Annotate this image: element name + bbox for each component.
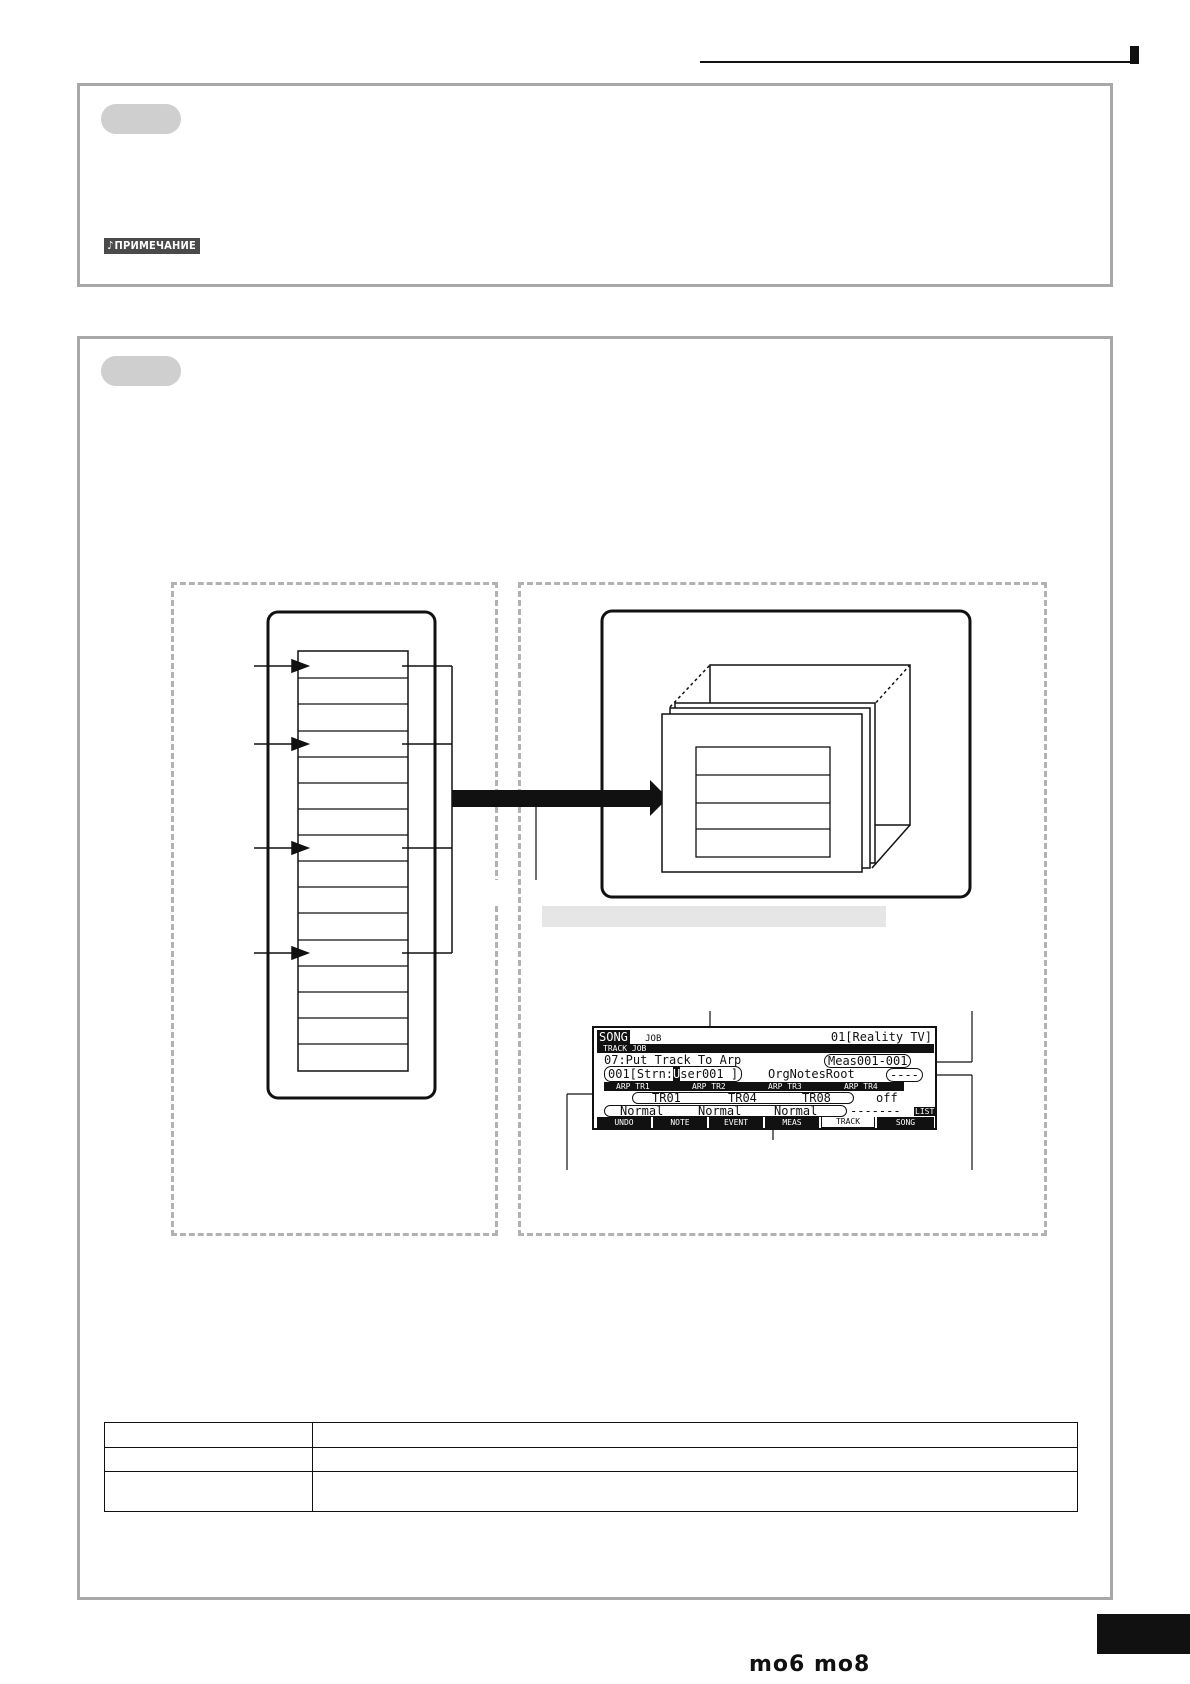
lcd-tr4-value[interactable]: off <box>876 1091 898 1105</box>
lcd-arp-tr4-header: ARP TR4 <box>844 1082 878 1091</box>
parameter-table <box>104 1422 1078 1512</box>
panel-arpeggio-dashed <box>518 582 1047 1236</box>
table-row <box>104 1422 1078 1448</box>
header-rule <box>700 61 1135 63</box>
lcd-tab-event[interactable]: EVENT <box>709 1117 763 1128</box>
table-cell <box>312 1447 1078 1472</box>
lcd-tr3-mode[interactable]: Normal <box>774 1104 818 1118</box>
lcd-measure-range: Meas001-001 <box>824 1054 912 1068</box>
lcd-arp-tr1-header: ARP TR1 <box>616 1082 650 1091</box>
arpeggio-rows <box>695 746 831 858</box>
info-box-top <box>77 83 1113 287</box>
lcd-mode-group <box>604 1105 847 1117</box>
page-number-tab <box>1097 1614 1190 1654</box>
lcd-tab-undo[interactable]: UNDO <box>597 1117 651 1128</box>
lcd-tr1-mode[interactable]: Normal <box>620 1104 664 1118</box>
transfer-arrow-head <box>650 780 668 816</box>
panel-song-dashed <box>171 582 498 1236</box>
music-note-icon: ♪ <box>107 239 114 252</box>
lcd-job-name: 07:Put Track To Arp <box>604 1053 742 1067</box>
lcd-org-notes-label: OrgNotesRoot <box>768 1067 855 1081</box>
lcd-tab-track[interactable]: TRACK <box>821 1117 875 1128</box>
table-cell <box>312 1422 1078 1448</box>
lcd-cursor: U <box>673 1067 681 1081</box>
song-frame <box>266 610 437 1100</box>
arpeggio-frame <box>600 609 972 899</box>
section-pill-main <box>101 356 181 386</box>
table-cell <box>312 1471 1078 1512</box>
lcd-tr4-mode[interactable]: ------- <box>850 1104 901 1118</box>
track-separators <box>298 677 408 1045</box>
table-row <box>104 1471 1078 1512</box>
lcd-arp-tr3-header: ARP TR3 <box>768 1082 802 1091</box>
table-cell <box>104 1447 313 1472</box>
lcd-arp-number: 001[Strn: <box>608 1067 674 1081</box>
table-row <box>104 1447 1078 1472</box>
lcd-song-name: 01[Reality TV] <box>830 1030 932 1044</box>
table-cell <box>104 1422 313 1448</box>
track-bracket <box>402 665 453 954</box>
track-arrows-left <box>254 658 311 961</box>
transfer-arrow-shaft <box>452 790 656 807</box>
lcd-arp-name: ser001 ] <box>680 1067 739 1081</box>
arpeggio-stack <box>661 664 911 873</box>
lcd-tr2-value[interactable]: TR04 <box>728 1091 757 1105</box>
header-marker <box>1130 46 1139 64</box>
note-badge: ♪ПРИМЕЧАНИЕ <box>104 238 200 254</box>
lcd-tab-note[interactable]: NOTE <box>653 1117 707 1128</box>
info-box-main <box>77 336 1113 1600</box>
table-cell <box>104 1471 313 1512</box>
section-pill-top <box>101 104 181 134</box>
lcd-arp-select[interactable]: 001[Strn:User001 ] <box>604 1066 743 1082</box>
lcd-track-select-group <box>632 1092 854 1104</box>
lcd-tab-meas[interactable]: MEAS <box>765 1117 819 1128</box>
lcd-track-job: TRACK JOB <box>603 1044 647 1053</box>
lcd-tab-song[interactable]: SONG <box>877 1117 934 1128</box>
figure-caption-bar <box>542 906 886 927</box>
note-badge-label: ПРИМЕЧАНИЕ <box>114 239 196 252</box>
lcd-arp-tr2-header: ARP TR2 <box>692 1082 726 1091</box>
lcd-list-icon: LIST <box>914 1107 935 1116</box>
lcd-tr2-mode[interactable]: Normal <box>698 1104 742 1118</box>
lcd-tr3-value[interactable]: TR08 <box>802 1091 831 1105</box>
lcd-tr1-value[interactable]: TR01 <box>652 1091 681 1105</box>
lcd-org-notes-value[interactable]: ---- <box>886 1068 923 1082</box>
lcd-job-tab: JOB <box>645 1034 662 1044</box>
lcd-mode: SONG <box>597 1030 630 1044</box>
lcd-screen: SONG JOB 01[Reality TV] TRACK JOB 07:Put… <box>592 1026 937 1130</box>
product-logo: mo6 mo8 <box>749 1652 871 1677</box>
